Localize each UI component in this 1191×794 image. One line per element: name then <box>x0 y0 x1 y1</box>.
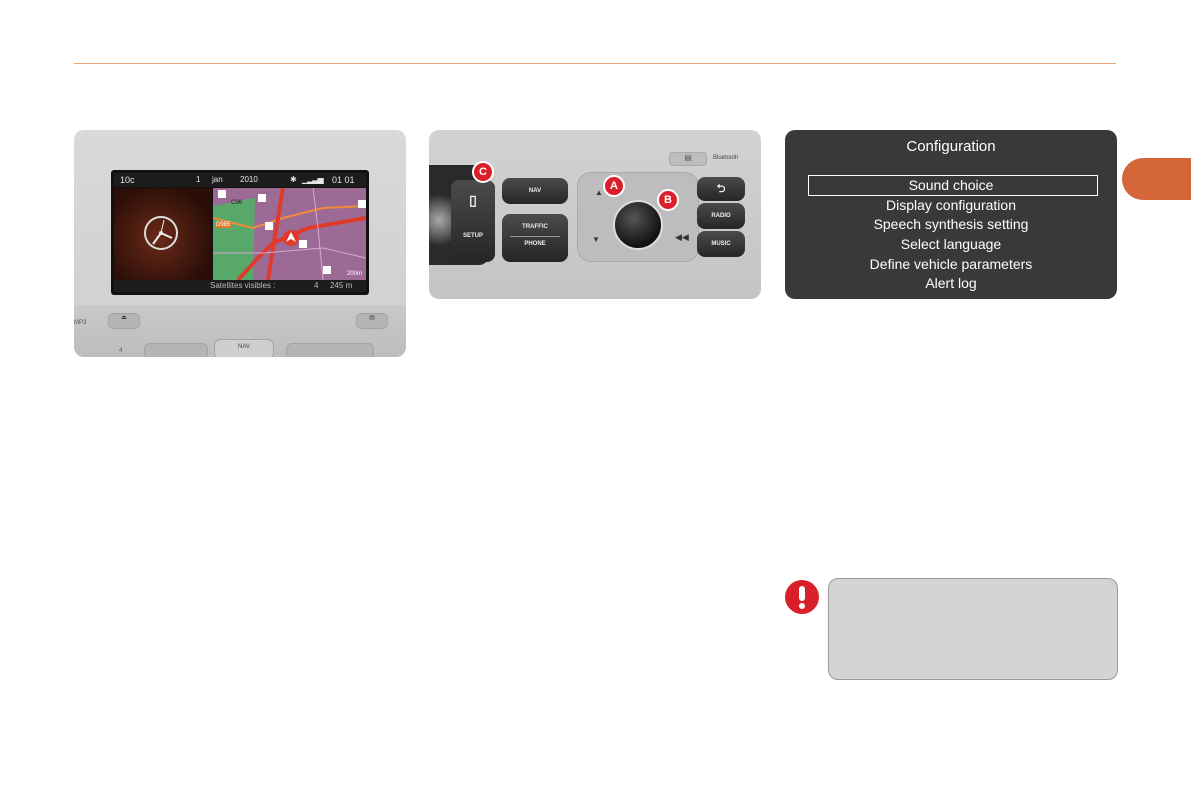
distance-value: 245 m <box>330 281 353 290</box>
section-tab <box>1122 158 1191 200</box>
nav-button[interactable]: NAV <box>502 178 568 204</box>
lower-console: MP3 ⏏ ▤ 4 NAV <box>74 305 406 357</box>
menu-item-define-vehicle-parameters[interactable]: Define vehicle parameters <box>869 256 1033 272</box>
display-screen-photo: 10c 1 jan 2010 ✱ ▁▂▃▅ 01 01 <box>74 130 406 357</box>
analog-clock-icon <box>144 216 178 250</box>
music-button[interactable]: MUSIC <box>697 231 745 257</box>
cd-slot-icon: ▤ <box>369 315 375 321</box>
menu-item-alert-log[interactable]: Alert log <box>925 275 977 291</box>
rewind-icon[interactable]: ◀◀ <box>675 232 689 242</box>
setup-label: SETUP <box>462 233 483 239</box>
callout-a: A <box>603 175 625 197</box>
menu-item-display-configuration[interactable]: Display configuration <box>886 197 1016 213</box>
menu-title: Configuration <box>906 138 996 155</box>
warning-note-box <box>828 578 1118 680</box>
preset-4-label: 4 <box>119 348 123 354</box>
navigation-map: C96 D985 200m <box>213 188 366 280</box>
mp3-label: MP3 <box>74 320 87 326</box>
back-icon: ⮌ <box>716 183 726 195</box>
cd-slot-icon[interactable]: ▤ <box>669 152 707 166</box>
menu-item-select-language[interactable]: Select language <box>900 236 1002 252</box>
cd-slot-button[interactable]: ▤ <box>356 313 388 329</box>
down-arrow-icon[interactable]: ▼ <box>592 235 600 244</box>
analog-clock-pane <box>114 188 212 280</box>
menu-selection-frame <box>808 175 1098 196</box>
setup-icon: ▯ <box>469 192 477 208</box>
signal-icon: ▁▂▃▅ <box>302 175 324 184</box>
bluetooth-icon: ✱ <box>290 175 297 184</box>
satellites-label: Satellites visibles : <box>210 281 276 290</box>
setup-button[interactable]: ▯ SETUP <box>451 180 495 262</box>
date-month: jan <box>212 175 223 184</box>
eject-button[interactable]: ⏏ <box>108 313 140 329</box>
date-year: 2010 <box>240 175 258 184</box>
menu-item-sound-choice[interactable]: Sound choice <box>908 177 994 193</box>
traffic-phone-button[interactable]: TRAFFIC PHONE <box>502 214 568 262</box>
console-nav-label: NAV <box>238 344 250 350</box>
date-day: 1 <box>196 175 201 184</box>
configuration-menu-screen: Configuration Sound choice Display confi… <box>785 130 1117 299</box>
rotary-knob[interactable] <box>613 200 663 250</box>
console-button-right[interactable] <box>286 343 374 357</box>
clock-time: 01 01 <box>332 175 355 185</box>
status-bar: 10c 1 jan 2010 ✱ ▁▂▃▅ 01 01 <box>114 173 366 187</box>
satellite-bar: Satellites visibles : 4 245 m <box>114 280 366 292</box>
callout-b: B <box>657 189 679 211</box>
satellites-count: 4 <box>314 281 319 290</box>
traffic-label: TRAFFIC <box>522 224 548 230</box>
map-scale: 200m <box>346 271 362 277</box>
road-label: D985 <box>215 222 232 228</box>
menu-item-speech-synthesis-setting[interactable]: Speech synthesis setting <box>873 216 1029 232</box>
eject-icon: ⏏ <box>121 315 127 321</box>
back-button[interactable]: ⮌ <box>697 177 745 201</box>
temperature: 10c <box>120 175 135 185</box>
up-arrow-icon[interactable]: ▲ <box>595 188 603 197</box>
console-nav-button[interactable]: NAV <box>214 339 274 357</box>
bluetooth-label: Bluetooth <box>713 155 739 161</box>
console-button-left[interactable] <box>144 343 208 357</box>
map-roads <box>213 188 366 280</box>
callout-c: C <box>472 161 494 183</box>
road-label: C96 <box>231 200 243 206</box>
exclamation-icon <box>785 580 819 614</box>
radio-button[interactable]: RADIO <box>697 203 745 229</box>
controls-photo: ▯ SETUP C NAV TRAFFIC PHONE ▲ ▼ ◀◀ A B ⮌… <box>429 130 761 299</box>
phone-label: PHONE <box>524 241 546 247</box>
top-rule <box>74 63 1116 64</box>
